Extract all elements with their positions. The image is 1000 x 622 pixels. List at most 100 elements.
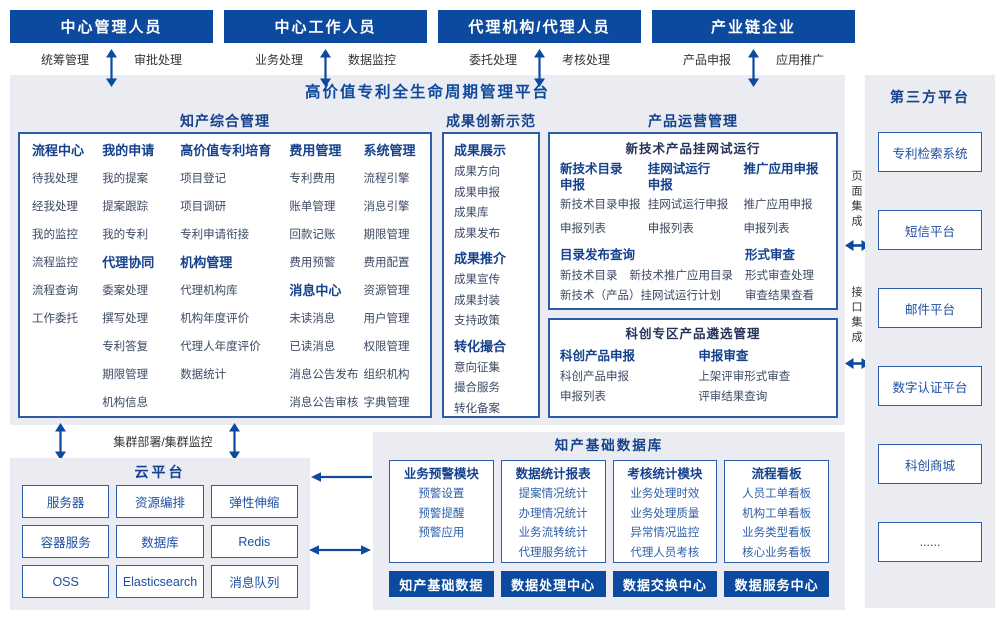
- list-item: 挂网试运行申报: [647, 199, 729, 211]
- list-item: 数据服务中心: [724, 571, 829, 597]
- selection-columns: 科创产品申报 科创产品申报申报列表 申报审查 上架评审形式审查评审结果查询: [560, 345, 826, 407]
- group-header: 机构管理: [180, 255, 233, 270]
- group-header: 成果推介: [454, 251, 507, 266]
- list-item: 专利申请衔接: [180, 229, 250, 241]
- list-item: 数据统计: [180, 369, 227, 381]
- data-platform-columns: 业务预警模块 预警设置预警提醒预警应用 数据统计报表 提案情况统计办理情况统计业…: [373, 460, 845, 563]
- formal-review-group: 形式审查 形式审查处理审查结果查看: [745, 244, 826, 306]
- list-item: 未读消息: [289, 313, 336, 325]
- group-items: 提案情况统计办理情况统计业务流转统计代理服务统计: [502, 485, 605, 563]
- list-item: 用户管理: [363, 313, 410, 325]
- list-item: 机构工单看板: [742, 507, 812, 520]
- list-item: 推广应用申报: [743, 199, 813, 211]
- list-item: 项目登记: [180, 173, 227, 185]
- left-arrow-icon: [311, 472, 372, 482]
- list-item: 知产基础数据: [389, 571, 494, 597]
- group-header: 业务预警模块: [403, 467, 479, 481]
- list-item: 科创产品申报: [560, 371, 629, 383]
- assessment-module-box: 考核统计模块 业务处理时效业务处理质量异常情况监控代理人员考核: [612, 460, 718, 563]
- list-item: 费用配置: [363, 257, 410, 269]
- list-item: 我的提案: [102, 173, 149, 185]
- list-item: 专利检索系统: [878, 132, 982, 172]
- list-item: 预警设置: [418, 488, 465, 500]
- ip-column: 费用管理 专利费用账单管理回款记账费用预警 消息中心 未读消息已读消息消息公告发…: [289, 137, 363, 416]
- group-header: 数据统计报表: [515, 467, 591, 481]
- data-platform-panel: 知产基础数据库 业务预警模块 预警设置预警提醒预警应用 数据统计报表 提案情况统…: [373, 432, 845, 610]
- group-header: 科创产品申报: [560, 349, 636, 363]
- actor-functions: 产品申报 应用推广: [652, 43, 855, 87]
- group-header: 流程看板: [751, 467, 802, 481]
- section-title-ip-mgmt: 知产综合管理: [180, 113, 270, 129]
- platform-title: 高价值专利全生命周期管理平台: [304, 84, 550, 101]
- group-header: 考核统计模块: [627, 467, 703, 481]
- group-header: 申报审查: [698, 349, 749, 363]
- list-item: 弹性伸缩: [210, 485, 298, 518]
- list-item: 消息公告审核: [289, 397, 359, 409]
- list-item: 预警应用: [418, 527, 465, 539]
- vertical-double-arrow-icon: [534, 49, 545, 87]
- trial-run-columns: 新技术目录申报 新技术目录申报申报列表 挂网试运行申报 挂网试运行申报申报列表 …: [560, 161, 826, 241]
- ip-column: 高价值专利培育 项目登记项目调研专利申请衔接 机构管理 代理机构库机构年度评价代…: [180, 137, 289, 416]
- list-item: 核心业务看板: [742, 546, 812, 559]
- achievement-group: 成果推介 成果宣传成果封装支持政策: [454, 247, 538, 332]
- list-item: 期限管理: [363, 229, 410, 241]
- actor-center-admin: 中心管理人员 统筹管理 审批处理: [10, 10, 213, 87]
- selection-title: 科创专区产品遴选管理: [625, 327, 761, 341]
- group-header: 形式审查: [745, 248, 796, 262]
- vertical-double-arrow-icon: [748, 49, 759, 87]
- list-item: 邮件平台: [878, 288, 982, 328]
- list-item: 预警提醒: [418, 507, 465, 520]
- selection-column: 申报审查 上架评审形式审查评审结果查询: [698, 345, 826, 407]
- actor-function-left: 统筹管理: [40, 52, 89, 67]
- group-items: 成果方向成果申报成果库成果发布: [454, 162, 538, 244]
- list-item: 代理服务统计: [518, 546, 588, 559]
- list-item: 评审结果查询: [698, 391, 768, 403]
- actor-function-right: 应用推广: [776, 52, 825, 67]
- selection-column: 科创产品申报 科创产品申报申报列表: [560, 345, 698, 407]
- group-items: 挂网试运行申报申报列表: [648, 193, 744, 241]
- group-items: 待我处理经我处理我的监控流程监控流程查询工作委托: [32, 165, 102, 333]
- group-items: 预警设置预警提醒预警应用: [390, 485, 493, 544]
- list-item: 业务处理质量: [630, 507, 700, 520]
- trial-run-title: 新技术产品挂网试运行: [625, 142, 761, 156]
- list-item: 成果封装: [454, 294, 500, 307]
- cloud-platform-title: 云平台: [134, 464, 186, 480]
- achievements-box: 成果展示 成果方向成果申报成果库成果发布 成果推介 成果宣传成果封装支持政策 转…: [442, 132, 540, 418]
- group-items: 科创产品申报申报列表: [560, 367, 698, 407]
- third-party-list: 专利检索系统短信平台邮件平台数字认证平台科创商城......: [865, 107, 995, 562]
- list-item: 代理人员考核: [630, 546, 700, 559]
- group-header: 转化撮合: [454, 338, 507, 354]
- actor-function-right: 审批处理: [134, 52, 183, 67]
- group-items: 形式审查处理审查结果查看: [745, 266, 826, 306]
- ip-column: 系统管理 流程引擎消息引擎期限管理费用配置资源管理用户管理权限管理组织机构字典管…: [363, 137, 422, 416]
- group-items: 流程引擎消息引擎期限管理费用配置资源管理用户管理权限管理组织机构字典管理: [363, 165, 422, 417]
- group-header: 目录发布查询: [560, 248, 636, 262]
- list-item: 提案跟踪: [102, 201, 149, 213]
- list-item: 经我处理: [32, 201, 78, 213]
- selection-box: 科创专区产品遴选管理 科创产品申报 科创产品申报申报列表 申报审查 上架评审形式…: [548, 318, 838, 418]
- ip-mgmt-box: 流程中心 待我处理经我处理我的监控流程监控流程查询工作委托 我的申请 我的提案提…: [18, 132, 432, 418]
- group-header: 消息中心: [289, 283, 342, 298]
- trial-run-box: 新技术产品挂网试运行 新技术目录申报 新技术目录申报申报列表 挂网试运行申报 挂…: [548, 132, 838, 310]
- list-item: 容器服务: [22, 525, 110, 558]
- list-item: 委案处理: [102, 285, 149, 297]
- list-item: 新技术目录申报: [560, 199, 641, 211]
- process-kanban-box: 流程看板 人员工单看板机构工单看板业务类型看板核心业务看板: [724, 460, 829, 563]
- list-item: 已读消息: [289, 341, 336, 353]
- list-item: 提案情况统计: [518, 488, 588, 500]
- list-item: 成果发布: [454, 227, 500, 240]
- actor-title: 产业链企业: [652, 10, 855, 43]
- list-item: 异常情况监控: [630, 527, 700, 539]
- actor-industry-chain: 产业链企业 产品申报 应用推广: [652, 10, 855, 87]
- group-header: 流程中心: [32, 143, 85, 158]
- list-item: 流程引擎: [363, 173, 410, 185]
- list-item: 业务处理时效: [630, 488, 700, 500]
- list-item: 组织机构: [363, 369, 410, 381]
- catalog-query-group: 目录发布查询 新技术目录新技术推广应用目录 新技术（产品）挂网试运行计划: [560, 244, 745, 306]
- list-item: 消息引擎: [363, 201, 410, 213]
- group-items: 人员工单看板机构工单看板业务类型看板核心业务看板: [725, 485, 828, 563]
- group-items: 推广应用申报申报列表: [744, 193, 826, 241]
- ip-column: 我的申请 我的提案提案跟踪我的专利 代理协同 委案处理撰写处理专利答复期限管理机…: [102, 137, 180, 416]
- page-integration-label: 页面集成: [850, 170, 862, 230]
